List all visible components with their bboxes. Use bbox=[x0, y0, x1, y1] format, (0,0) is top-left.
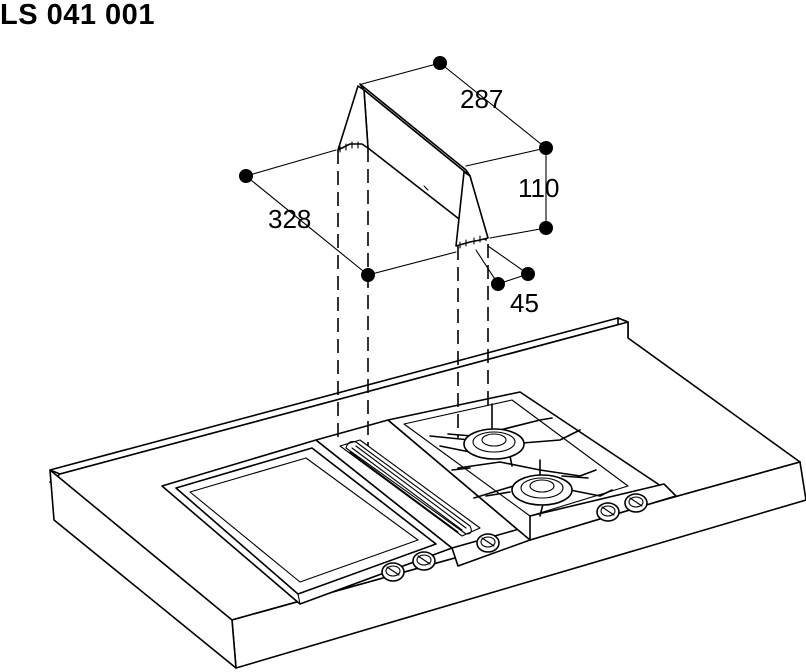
dimension-lines bbox=[239, 56, 553, 291]
installation-guide-lines bbox=[337, 148, 489, 446]
gas-hob-module bbox=[387, 391, 677, 541]
burner-1 bbox=[463, 428, 525, 460]
dimension-height-label: 110 bbox=[518, 173, 559, 203]
dimension-marker bbox=[539, 141, 553, 155]
dimension-offset-label: 45 bbox=[510, 288, 539, 318]
dimension-marker bbox=[361, 268, 375, 282]
model-number-title: LS 041 001 bbox=[0, 0, 155, 31]
air-deflector bbox=[337, 83, 489, 249]
griddle-module bbox=[161, 439, 453, 605]
burner-2 bbox=[511, 474, 573, 506]
dimension-marker bbox=[521, 267, 535, 281]
dimension-marker bbox=[539, 221, 553, 235]
dimension-marker bbox=[433, 56, 447, 70]
dimension-marker bbox=[491, 277, 505, 291]
griddle-knobs bbox=[381, 551, 436, 582]
dimension-length-label: 287 bbox=[460, 84, 503, 114]
ventilation-knob bbox=[476, 533, 500, 553]
dimension-depth-label: 328 bbox=[268, 204, 311, 234]
dimension-marker bbox=[239, 169, 253, 183]
hob-knobs bbox=[596, 493, 648, 522]
